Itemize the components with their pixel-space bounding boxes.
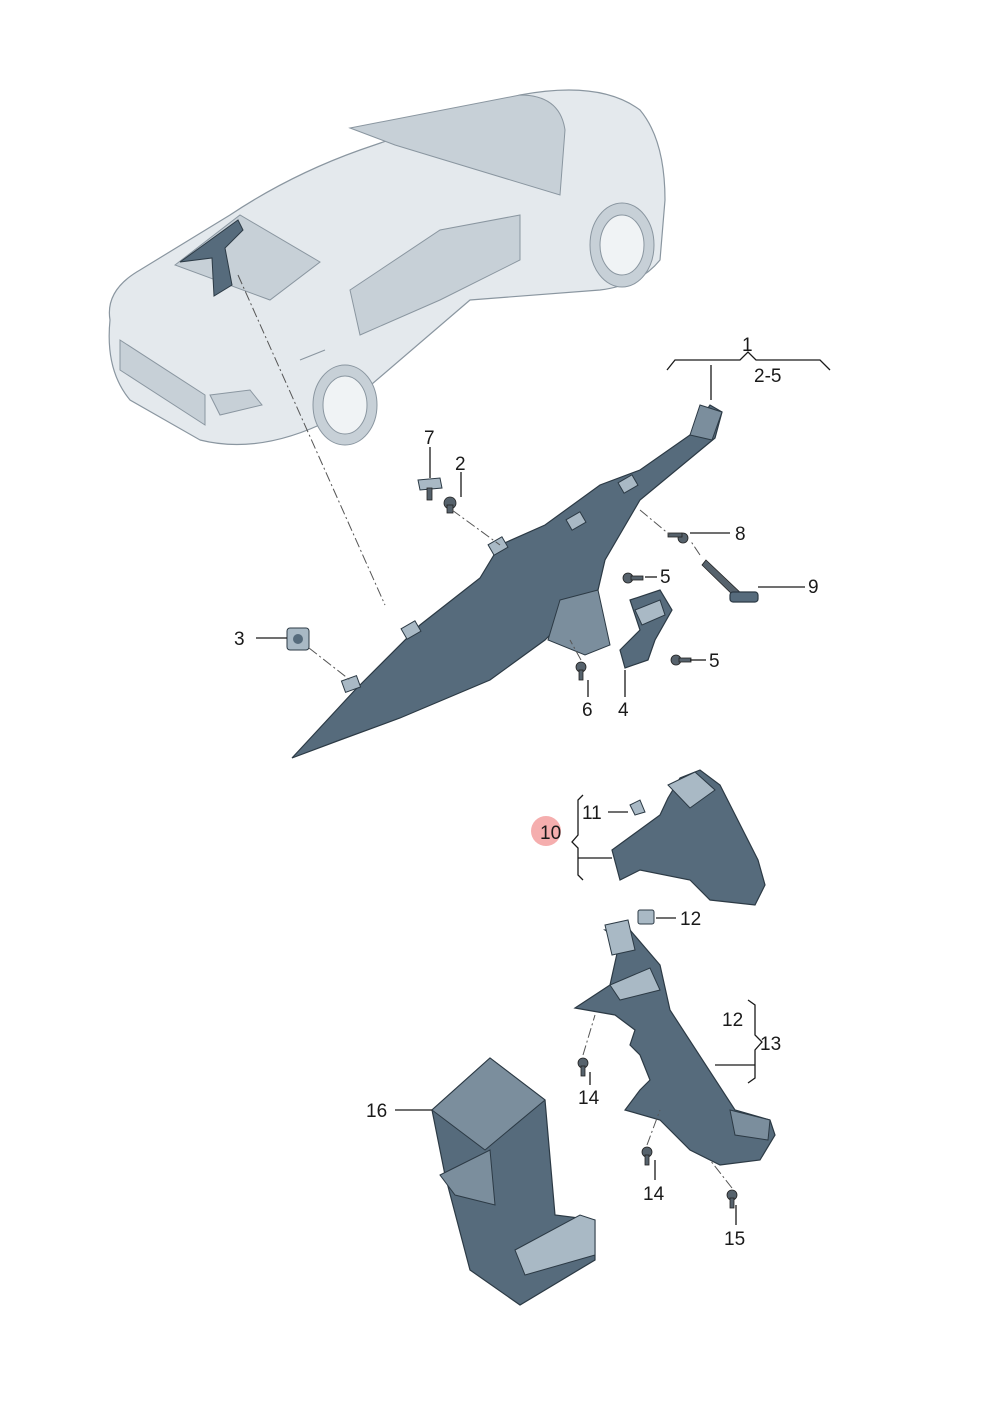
part-6-screw xyxy=(575,661,587,681)
part-8-screw xyxy=(667,532,689,544)
part-5a-screw xyxy=(622,572,644,584)
leader-car-to-part xyxy=(237,274,386,606)
callout-12b[interactable]: 12 xyxy=(722,1010,743,1031)
guide-9 xyxy=(689,539,701,556)
callout-4[interactable]: 4 xyxy=(618,700,629,721)
callout-1[interactable]: 1 xyxy=(742,335,753,356)
callout-7[interactable]: 7 xyxy=(424,428,435,449)
part-2-clip xyxy=(443,496,457,514)
callout-14b[interactable]: 14 xyxy=(643,1184,665,1205)
part-4-bracket xyxy=(619,589,673,669)
guide-14a xyxy=(582,1014,596,1056)
part-16-foam-block xyxy=(431,1057,596,1306)
callout-5b[interactable]: 5 xyxy=(709,651,720,672)
guide-2 xyxy=(451,509,501,546)
callout-3[interactable]: 3 xyxy=(234,629,245,650)
guide-6 xyxy=(569,639,582,661)
callout-12a[interactable]: 12 xyxy=(680,909,701,930)
callouts: 1 2-5 7 2 8 5 9 3 5 6 4 11 10 12 12 13 1… xyxy=(234,335,819,1250)
part-15-screw xyxy=(726,1189,738,1209)
car-illustration xyxy=(108,89,666,446)
part-3-nut xyxy=(286,627,310,651)
callout-9[interactable]: 9 xyxy=(808,577,819,598)
callout-10-highlight[interactable] xyxy=(531,816,561,846)
part-5b-screw xyxy=(670,654,692,666)
part-7-clip xyxy=(417,477,443,501)
guide-3 xyxy=(308,647,351,681)
part-9-pin xyxy=(701,559,759,603)
part-1-rear-panel xyxy=(291,404,723,759)
guide-8 xyxy=(639,509,671,536)
part-12a-clip xyxy=(637,909,655,925)
part-13-pillar-trim xyxy=(573,919,776,1166)
part-14b-screw xyxy=(641,1146,653,1166)
callout-14a[interactable]: 14 xyxy=(578,1088,600,1109)
guide-14b xyxy=(646,1109,661,1146)
callout-10[interactable]: 10 xyxy=(540,823,561,844)
callout-1-subrange: 2-5 xyxy=(754,366,781,387)
callout-16[interactable]: 16 xyxy=(366,1101,387,1122)
part-14a-screw xyxy=(577,1057,589,1077)
guide-15 xyxy=(709,1159,733,1189)
callout-5a[interactable]: 5 xyxy=(660,567,671,588)
callout-13[interactable]: 13 xyxy=(760,1034,781,1055)
part-10-trim xyxy=(611,769,766,906)
callout-15[interactable]: 15 xyxy=(724,1229,745,1250)
callout-11[interactable]: 11 xyxy=(582,803,602,824)
callout-6[interactable]: 6 xyxy=(582,700,593,721)
callout-2[interactable]: 2 xyxy=(455,454,466,475)
leader-lines xyxy=(256,351,831,1225)
callout-8[interactable]: 8 xyxy=(735,524,746,545)
